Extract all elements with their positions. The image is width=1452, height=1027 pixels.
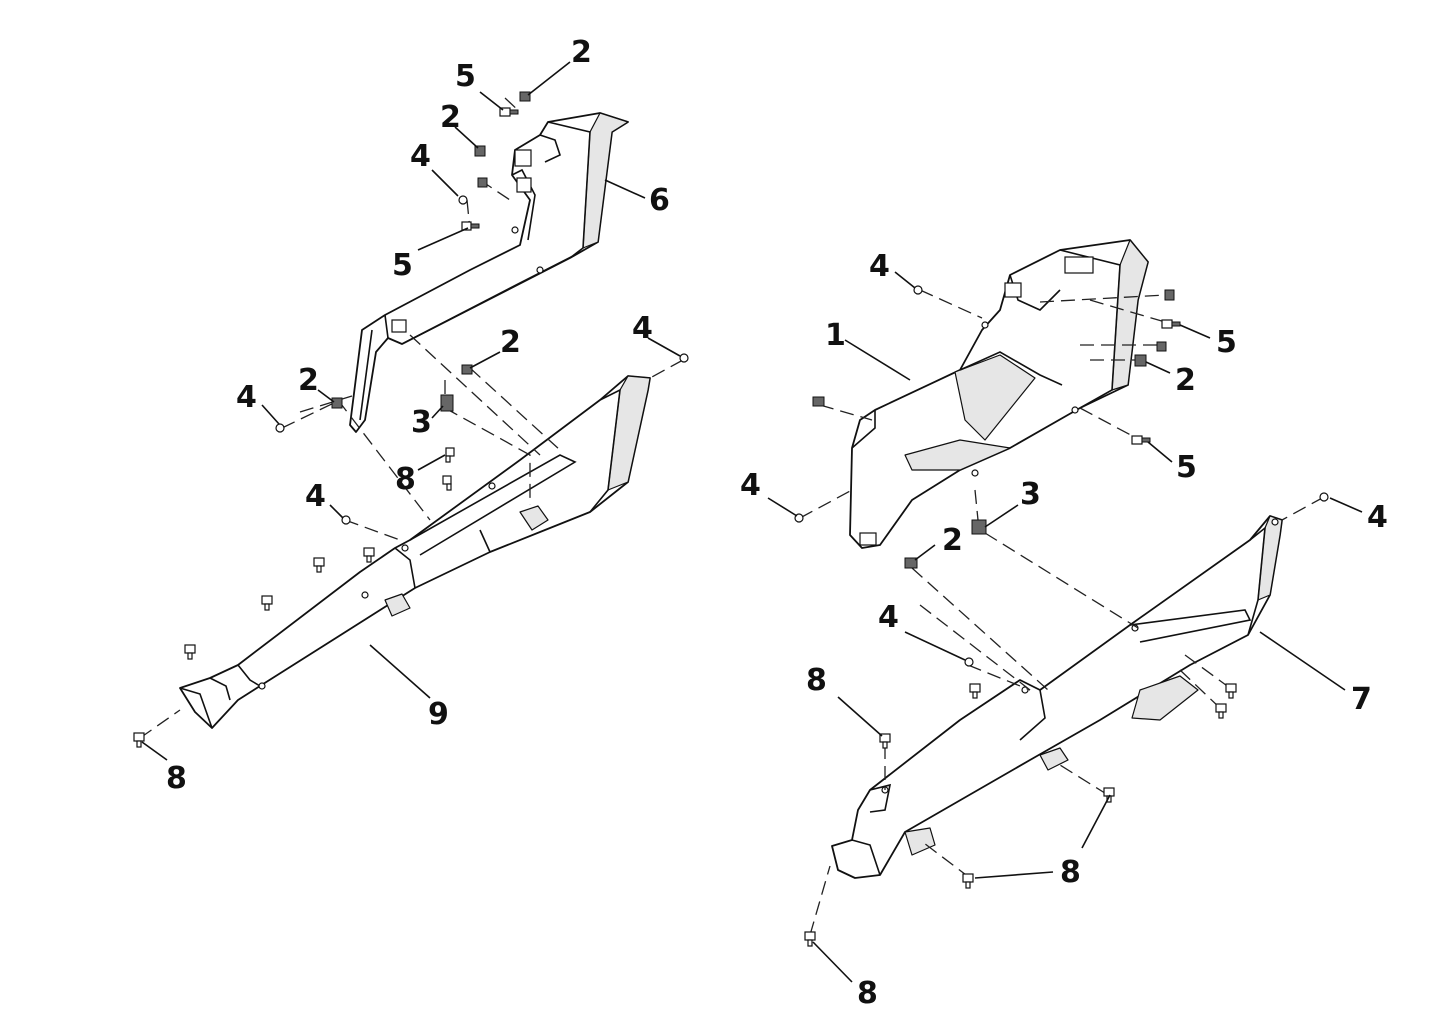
callout-8-left-bottom: 8 xyxy=(166,761,187,796)
bolt-8-r-a xyxy=(969,683,981,699)
callout-5-top: 5 xyxy=(455,59,476,94)
callout-4-left: 4 xyxy=(236,380,257,415)
part-7-right-rocker-panel xyxy=(831,515,1283,879)
bolt-8-g xyxy=(133,732,145,748)
callout-5-r-lower: 5 xyxy=(1176,450,1197,485)
alignment-lines xyxy=(139,97,1325,936)
bolt-5-lower xyxy=(461,221,480,231)
callout-4-rightleft: 4 xyxy=(632,311,653,346)
clip-2-mid xyxy=(477,177,488,188)
clip-2-r-left xyxy=(812,396,825,407)
bolt-8-r-c xyxy=(1215,703,1227,719)
clip-2-center xyxy=(461,364,473,375)
bolt-8-r-g xyxy=(804,931,816,947)
bolt-5-r-lower xyxy=(1131,435,1151,445)
callout-4-r-left: 4 xyxy=(740,468,761,503)
screw-4-right xyxy=(679,353,689,363)
clip-2-upper xyxy=(474,145,486,157)
callout-7: 7 xyxy=(1351,682,1372,717)
bolt-8-r-e xyxy=(1103,787,1115,803)
callout-2-center: 2 xyxy=(500,325,521,360)
bolt-8-r-b xyxy=(1225,683,1237,699)
screw-4-r-mid xyxy=(964,657,974,667)
part-1-upper-side-panel xyxy=(849,239,1149,549)
callout-2-r-side: 2 xyxy=(1175,363,1196,398)
callout-8-left-upper: 8 xyxy=(395,462,416,497)
part-9-left-rocker-panel xyxy=(179,375,651,729)
clip-2-r-bottom xyxy=(904,557,918,569)
screw-4-r-right xyxy=(1319,492,1329,502)
screw-4-left xyxy=(275,423,285,433)
callout-4-mid: 4 xyxy=(305,479,326,514)
clip-3-left xyxy=(440,394,454,412)
clip-2-r-top xyxy=(1164,289,1175,301)
clip-2-r-side xyxy=(1134,354,1147,367)
callout-2-upper: 2 xyxy=(440,100,461,135)
callout-2-top: 2 xyxy=(571,35,592,70)
bolt-5-top xyxy=(499,107,519,117)
hardware-left xyxy=(133,91,689,748)
bolt-5-r-top xyxy=(1161,319,1181,329)
callout-4-r-mid: 4 xyxy=(878,600,899,635)
bolt-8-r-d xyxy=(879,733,891,749)
bolt-8-c xyxy=(363,547,375,563)
clip-3-right xyxy=(971,519,987,535)
screw-4-top xyxy=(913,285,923,295)
bolt-8-d xyxy=(313,557,325,573)
callout-5-r-top: 5 xyxy=(1216,325,1237,360)
callout-8-r-mid: 8 xyxy=(1060,855,1081,890)
callout-9: 9 xyxy=(428,697,449,732)
callout-8-r-upper: 8 xyxy=(806,663,827,698)
clip-2-r-mid xyxy=(1156,341,1167,352)
callout-8-r-bottom: 8 xyxy=(857,976,878,1011)
callout-4-upper: 4 xyxy=(410,139,431,174)
bolt-8-f xyxy=(184,644,196,660)
callout-3-left: 3 xyxy=(411,405,432,440)
callout-6: 6 xyxy=(649,183,670,218)
clip-2-top xyxy=(519,91,531,102)
callout-5-lower: 5 xyxy=(392,248,413,283)
callout-1: 1 xyxy=(825,318,846,353)
callout-labels: 2 5 2 4 6 5 2 4 2 4 3 8 4 9 8 4 1 5 2 5 … xyxy=(166,35,1388,1011)
callout-2-left: 2 xyxy=(298,363,319,398)
clip-2-left xyxy=(331,397,343,409)
screw-4-mid xyxy=(341,515,351,525)
hardware-right xyxy=(794,285,1329,947)
bolt-8-r-f xyxy=(962,873,974,889)
bolt-8-a xyxy=(445,447,455,463)
screw-4-upper xyxy=(458,195,468,205)
leader-lines xyxy=(141,61,1363,983)
callout-4-r-right: 4 xyxy=(1367,500,1388,535)
bolt-8-b xyxy=(442,475,452,491)
bolt-8-e xyxy=(261,595,273,611)
callout-2-r-bottom: 2 xyxy=(942,523,963,558)
callout-4-r-top: 4 xyxy=(869,249,890,284)
callout-3-right: 3 xyxy=(1020,477,1041,512)
